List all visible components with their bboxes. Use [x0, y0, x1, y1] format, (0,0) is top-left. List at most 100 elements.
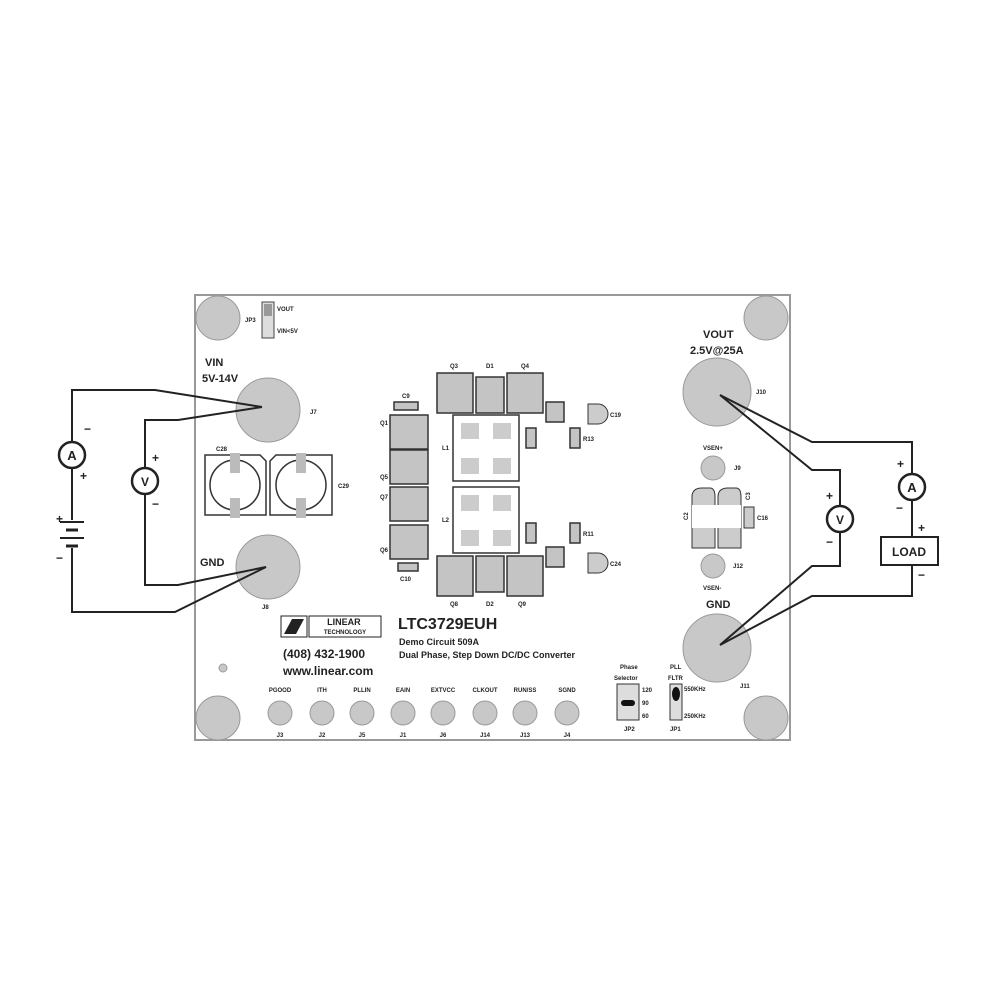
- board-subtitle: Demo Circuit 509A: [399, 637, 480, 647]
- jp2-opt-120: 120: [642, 688, 653, 694]
- test-point-jack-label: J3: [277, 733, 284, 739]
- c28-label: C28: [216, 447, 228, 453]
- j10-label: J10: [756, 390, 767, 396]
- output-capacitors: [691, 487, 755, 549]
- load-box: LOAD + −: [880, 521, 939, 582]
- ammeter-glyph: A: [907, 480, 917, 495]
- jp2-label: JP2: [624, 727, 635, 733]
- power-stage: [389, 372, 609, 597]
- capacitor-c28: [204, 453, 267, 518]
- test-point-clkout[interactable]: [472, 700, 498, 726]
- capacitor-c29: [269, 453, 333, 518]
- output-ammeter: A + −: [896, 457, 927, 515]
- test-point-pllin[interactable]: [349, 700, 375, 726]
- ammeter-plus: +: [80, 469, 87, 483]
- q4-label: Q4: [521, 364, 530, 370]
- jp1-opt-250: 250KHz: [684, 714, 706, 720]
- c3-label: C3: [746, 492, 752, 500]
- test-point-label: RUN/SS: [514, 688, 537, 694]
- test-point-extvcc[interactable]: [430, 700, 456, 726]
- vsen-pos-terminal-j9[interactable]: [700, 455, 726, 481]
- jp3-opt-vin: VIN<5V: [277, 329, 298, 335]
- gnd-terminal-j11[interactable]: [682, 613, 752, 683]
- battery-plus: +: [56, 512, 63, 526]
- vsen-pos-label: VSEN+: [703, 446, 723, 452]
- ammeter-glyph: A: [67, 448, 77, 463]
- test-point-label: PGOOD: [269, 688, 292, 694]
- l1-label: L1: [442, 446, 450, 452]
- vin-terminal-j7[interactable]: [235, 377, 301, 443]
- test-point-pgood[interactable]: [267, 700, 293, 726]
- vout-rating: 2.5V@25A: [690, 345, 744, 357]
- j7-label: J7: [310, 410, 317, 416]
- test-point-sgnd[interactable]: [554, 700, 580, 726]
- test-point-jack-label: J5: [359, 733, 366, 739]
- test-point-label: EAIN: [396, 688, 410, 694]
- d1-label: D1: [486, 364, 494, 370]
- vsen-neg-terminal-j12[interactable]: [700, 553, 726, 579]
- phone-number: (408) 432-1900: [283, 647, 365, 661]
- test-point-jack-label: J6: [440, 733, 447, 739]
- jp3-opt-vout: VOUT: [277, 307, 294, 313]
- voltmeter-glyph: V: [836, 513, 844, 527]
- j9-label: J9: [734, 466, 741, 472]
- r13-label: R13: [583, 437, 595, 443]
- test-point-label: EXTVCC: [431, 688, 456, 694]
- r11-label: R11: [583, 532, 594, 538]
- board-description: Dual Phase, Step Down DC/DC Converter: [399, 650, 576, 660]
- q7-label: Q7: [380, 495, 389, 501]
- mounting-hole: [195, 295, 241, 341]
- test-point-label: PLLIN: [353, 688, 370, 694]
- mounting-hole: [743, 295, 789, 341]
- l2-label: L2: [442, 518, 450, 524]
- jp2-opt-90: 90: [642, 701, 649, 707]
- ammeter-plus: +: [897, 457, 904, 471]
- jp3-label: JP3: [245, 318, 256, 324]
- load-minus: −: [918, 568, 925, 582]
- output-wiring: [719, 394, 913, 646]
- jumper-jp1-shunt: [672, 687, 680, 701]
- d2-label: D2: [486, 602, 494, 608]
- test-point-jack-label: J14: [480, 733, 491, 739]
- jp1-title: PLL: [670, 665, 682, 671]
- q5-label: Q5: [380, 475, 389, 481]
- output-voltmeter: V + −: [825, 489, 855, 549]
- voltmeter-minus: −: [152, 497, 159, 511]
- input-voltmeter: V + −: [130, 451, 160, 511]
- voltmeter-plus: +: [152, 451, 159, 465]
- gnd-out-label: GND: [706, 599, 731, 611]
- jp2-title: Phase: [620, 665, 638, 671]
- j8-label: J8: [262, 605, 269, 611]
- linear-logo: LINEAR TECHNOLOGY: [280, 615, 382, 638]
- test-point-runss[interactable]: [512, 700, 538, 726]
- q9-label: Q9: [518, 602, 527, 608]
- vsen-neg-label: VSEN-: [703, 586, 721, 592]
- test-points: PGOODJ3ITHJ2PLLINJ5EAINJ1EXTVCCJ6CLKOUTJ…: [267, 688, 580, 739]
- voltmeter-plus: +: [826, 489, 833, 503]
- logo-lettering: LINEAR TECHNOLOGY: [324, 617, 366, 636]
- vout-label: VOUT: [703, 329, 734, 341]
- jp1-label: JP1: [670, 727, 681, 733]
- gnd-in-label: GND: [200, 557, 225, 569]
- mounting-hole: [743, 695, 789, 741]
- mounting-hole: [195, 695, 241, 741]
- test-point-label: ITH: [317, 688, 327, 694]
- test-point-jack-label: J1: [400, 733, 407, 739]
- jp1-title2: FLTR: [668, 676, 684, 682]
- jp2-opt-60: 60: [642, 714, 649, 720]
- c10-label: C10: [400, 577, 412, 583]
- battery-minus: −: [56, 551, 63, 565]
- input-ammeter: A − +: [57, 422, 91, 483]
- test-point-jack-label: J13: [520, 733, 531, 739]
- vout-terminal-j10[interactable]: [682, 357, 752, 427]
- test-point-jack-label: J4: [564, 733, 571, 739]
- c16-label: C16: [757, 516, 769, 522]
- test-point-ith[interactable]: [309, 700, 335, 726]
- ammeter-minus: −: [84, 422, 91, 436]
- website: www.linear.com: [282, 664, 373, 678]
- gnd-terminal-j8[interactable]: [235, 534, 301, 600]
- input-wiring: [60, 389, 267, 613]
- j12-label: J12: [733, 564, 744, 570]
- test-point-eain[interactable]: [390, 700, 416, 726]
